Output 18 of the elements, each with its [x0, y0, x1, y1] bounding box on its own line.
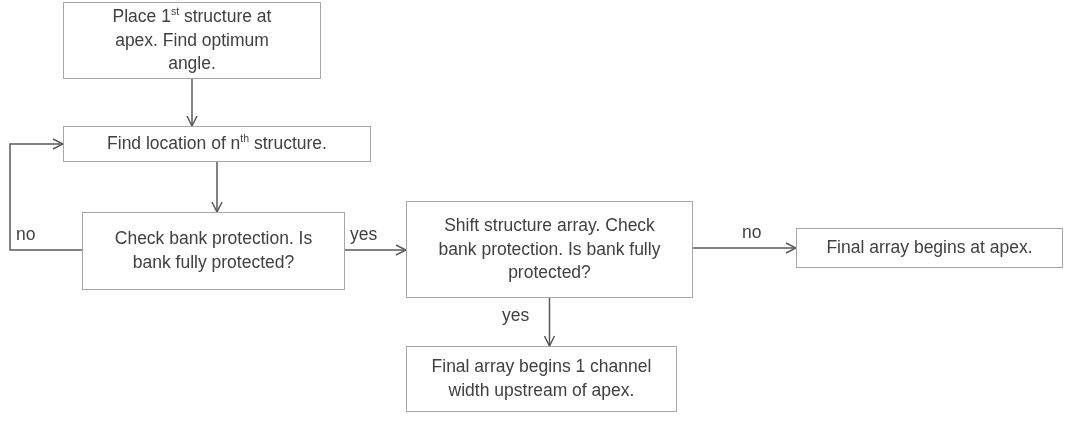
arrow — [692, 242, 797, 254]
process-box — [63, 2, 321, 79]
step-text: Final array begins at apex. — [826, 236, 1033, 260]
step-text: Shift structure array. Check bank protection. Is bank fully protected? — [437, 214, 662, 285]
step-text: Check bank protection. Is bank fully protected? — [113, 227, 314, 274]
step-text: Final array begins 1 channel width upstream of apex. — [430, 355, 653, 402]
arrow — [211, 161, 223, 213]
process-box — [82, 212, 345, 290]
step-text: Place 1$^{st}$ structure at apex. Find optimum angle. — [111, 5, 273, 76]
arrow — [344, 244, 407, 256]
step-text: Find location of n$^{th}$ structure. — [107, 132, 327, 156]
process-box — [63, 126, 371, 162]
process-box — [406, 346, 677, 412]
arrow — [543, 297, 556, 347]
process-box — [406, 201, 693, 298]
arrow — [186, 78, 198, 127]
arrow — [9, 138, 83, 251]
process-box — [796, 228, 1063, 268]
